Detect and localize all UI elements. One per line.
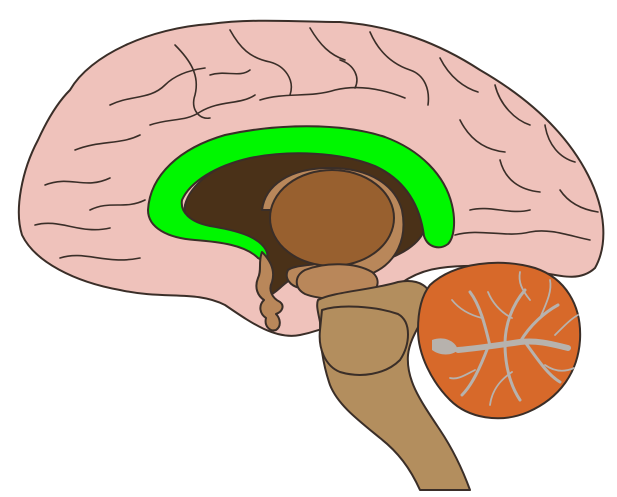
arbor-vitae <box>449 271 579 406</box>
thalamus <box>269 169 395 267</box>
pons <box>318 305 409 376</box>
fourth-ventricle <box>432 338 458 355</box>
hypothalamus-pituitary <box>255 251 284 332</box>
cortical-sulci <box>34 27 599 261</box>
cerebellum <box>417 261 582 420</box>
